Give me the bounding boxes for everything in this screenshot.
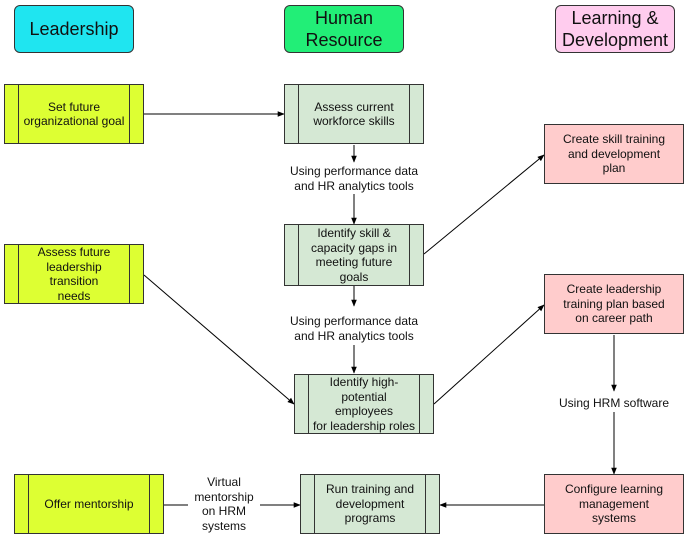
set-goal-node: Set future organizational goal — [4, 84, 144, 144]
assess-skills-label: Assess current workforce skills — [313, 99, 395, 129]
assess-transition-label: Assess future leadership transition need… — [37, 245, 111, 303]
offer-mentorship-label: Offer mentorship — [44, 496, 134, 511]
edge-label-hrm-software: Using HRM software — [549, 396, 679, 411]
leadership-plan-label: Create leadership training plan based on… — [563, 282, 665, 326]
identify-hipo-label: Identify high- potential employees for l… — [312, 375, 416, 433]
identify-gaps-node: Identify skill & capacity gaps in meetin… — [284, 224, 424, 286]
edge-hipo-to-leadershipplan — [433, 304, 545, 405]
learning-development-header: Learning & Development — [555, 5, 675, 53]
assess-transition-node: Assess future leadership transition need… — [4, 244, 144, 304]
skill-plan-label: Create skill training and development pl… — [562, 132, 666, 176]
run-training-node: Run training and development programs — [300, 474, 440, 534]
edge-label-virtual-mentorship: Virtual mentorship on HRM systems — [188, 475, 260, 533]
configure-lms-label: Configure learning management systems — [564, 482, 664, 526]
configure-lms-node: Configure learning management systems — [544, 474, 684, 534]
edge-label-performance-2: Using performance data and HR analytics … — [284, 314, 424, 343]
leadership-header: Leadership — [14, 5, 134, 53]
assess-skills-node: Assess current workforce skills — [284, 84, 424, 144]
set-goal-label: Set future organizational goal — [23, 99, 125, 129]
edge-transition-to-hipo — [143, 274, 295, 405]
identify-gaps-label: Identify skill & capacity gaps in meetin… — [310, 226, 398, 284]
offer-mentorship-node: Offer mentorship — [14, 474, 164, 534]
edge-gaps-to-skillplan — [423, 154, 545, 255]
human-resource-header: Human Resource — [284, 5, 404, 53]
edge-label-performance-1: Using performance data and HR analytics … — [284, 164, 424, 193]
identify-hipo-node: Identify high- potential employees for l… — [294, 374, 434, 434]
run-training-label: Run training and development programs — [325, 482, 415, 526]
skill-plan-node: Create skill training and development pl… — [544, 124, 684, 184]
leadership-plan-node: Create leadership training plan based on… — [544, 274, 684, 334]
